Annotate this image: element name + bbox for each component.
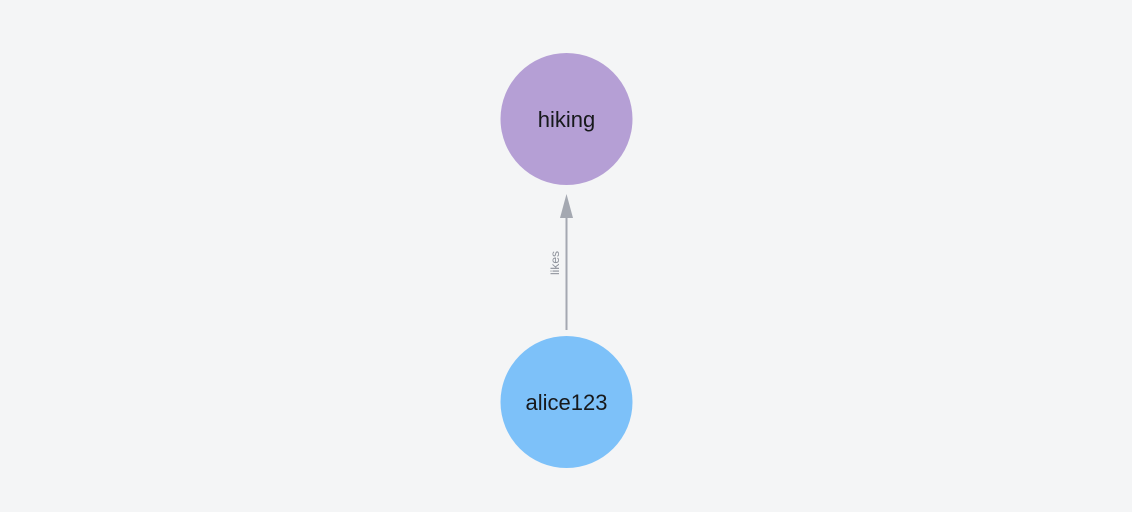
node-hiking: hiking [500, 53, 633, 185]
edge-arrowhead-icon [560, 194, 573, 218]
node-label-hiking: hiking [538, 107, 595, 132]
edge-likes: likes [548, 194, 573, 330]
node-alice123: alice123 [500, 336, 633, 468]
edge-label: likes [548, 251, 562, 275]
node-label-alice123: alice123 [526, 390, 608, 415]
node-circle-hiking[interactable] [500, 53, 633, 185]
node-circle-alice123[interactable] [500, 336, 633, 468]
